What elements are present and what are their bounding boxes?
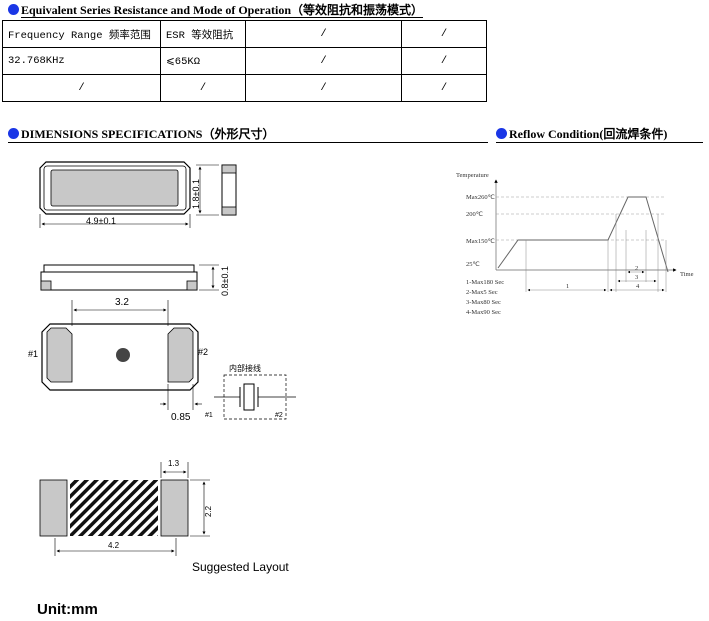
dimensions-section-title: DIMENSIONS SPECIFICATIONS（外形尺寸） xyxy=(8,125,488,143)
reflow-level-label: 200℃ xyxy=(466,211,484,218)
reflow-note: 3-Max80 Sec xyxy=(466,299,501,306)
table-cell: / xyxy=(160,74,246,102)
reflow-profile-chart: Temperature Time Max260℃ 200℃ Max150℃ 25… xyxy=(456,172,694,316)
top-view-height-label: 1.8±0.1 xyxy=(191,179,201,209)
bullet-icon xyxy=(496,128,507,139)
pad-spacing-label: 3.2 xyxy=(115,297,129,308)
table-cell: / xyxy=(245,74,402,102)
reflow-level-label: Max260℃ xyxy=(466,194,496,201)
unit-label: Unit:mm xyxy=(37,601,98,618)
side-view xyxy=(40,264,219,291)
suggested-layout-drawing xyxy=(39,462,210,556)
reflow-interval-label: 1 xyxy=(566,283,569,290)
esr-section-title: Equivalent Series Resistance and Mode of… xyxy=(8,1,423,18)
reflow-section-title-text: Reflow Condition(回流焊条件) xyxy=(509,127,668,141)
table-cell: / xyxy=(401,20,487,48)
internal-pin1-label: #1 xyxy=(205,412,213,419)
table-cell: Frequency Range 频率范围 xyxy=(2,20,161,48)
reflow-interval-label: 2 xyxy=(635,265,638,272)
reflow-note: 1-Max180 Sec xyxy=(466,279,504,286)
table-cell: / xyxy=(2,74,161,102)
table-cell: / xyxy=(245,47,402,75)
bullet-icon xyxy=(8,128,19,139)
top-view-width-label: 4.9±0.1 xyxy=(86,216,116,226)
layout-width-label: 4.2 xyxy=(108,541,120,550)
reflow-y-axis-label: Temperature xyxy=(456,172,489,179)
dimensions-section-title-text: DIMENSIONS SPECIFICATIONS（外形尺寸） xyxy=(21,127,275,141)
suggested-layout-caption: Suggested Layout xyxy=(192,560,289,574)
bottom-view xyxy=(41,300,202,410)
reflow-level-label: 25℃ xyxy=(466,261,481,268)
reflow-note: 2-Max5 Sec xyxy=(466,289,498,296)
pin1-label: #1 xyxy=(28,349,39,359)
esr-table: Frequency Range 频率范围 ESR 等效阻抗 / / 32.768… xyxy=(2,20,487,102)
table-row: Frequency Range 频率范围 ESR 等效阻抗 / / xyxy=(2,20,487,48)
esr-section-title-text: Equivalent Series Resistance and Mode of… xyxy=(21,3,423,18)
table-row: / / / / xyxy=(2,74,487,102)
internal-pin2-label: #2 xyxy=(275,412,283,419)
reflow-note: 4-Max90 Sec xyxy=(466,309,501,316)
table-cell: / xyxy=(401,74,487,102)
pin2-label: #2 xyxy=(198,347,209,357)
reflow-interval-label: 3 xyxy=(635,274,638,281)
reflow-interval-label: 4 xyxy=(636,283,640,290)
pad-width-label: 0.85 xyxy=(171,412,191,423)
table-cell: 32.768KHz xyxy=(2,47,161,75)
top-view xyxy=(39,161,237,228)
reflow-x-axis-label: Time xyxy=(680,271,694,278)
reflow-level-label: Max150℃ xyxy=(466,238,496,245)
reflow-section-title: Reflow Condition(回流焊条件) xyxy=(496,125,703,143)
layout-pad-width-label: 1.3 xyxy=(168,459,180,468)
table-cell: ESR 等效阻抗 xyxy=(160,20,246,48)
internal-connection-diagram xyxy=(214,374,296,420)
internal-connection-title: 内部接线 xyxy=(229,364,261,373)
bullet-icon xyxy=(8,4,19,15)
layout-height-label: 2.2 xyxy=(204,505,213,517)
side-view-height-label: 0.8±0.1 xyxy=(220,266,230,296)
